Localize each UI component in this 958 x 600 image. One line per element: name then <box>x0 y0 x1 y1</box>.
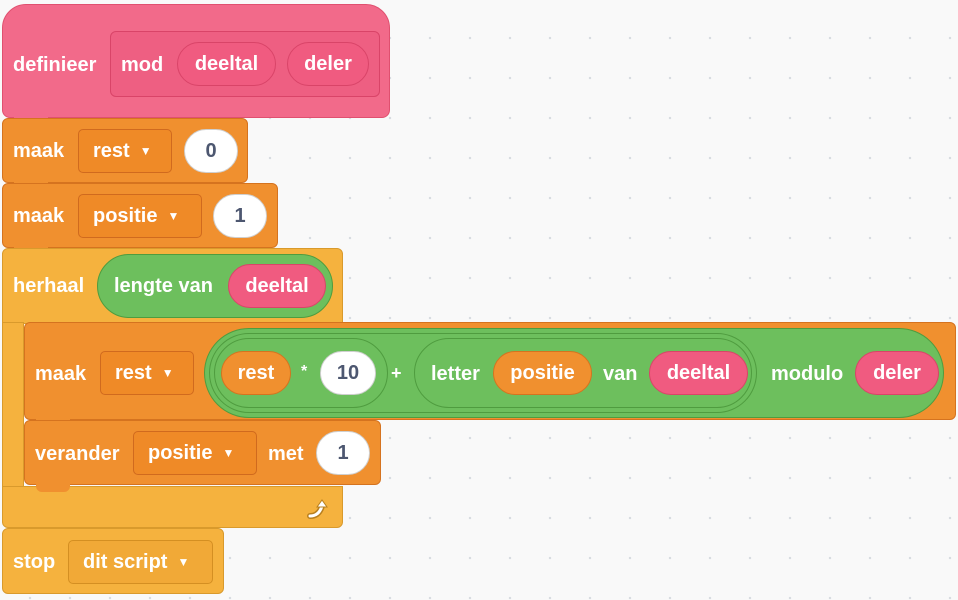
set-keyword: maak <box>13 140 65 162</box>
plus-operator: + <box>391 363 402 383</box>
repeat-keyword: herhaal <box>13 275 85 297</box>
dropdown-label: positie <box>148 441 213 464</box>
change-keyword: verander <box>35 443 120 465</box>
dropdown-label: rest <box>93 139 130 162</box>
value-input-1[interactable]: 1 <box>316 431 370 475</box>
value-input-1[interactable]: 1 <box>213 194 267 238</box>
dropdown-label: dit script <box>83 550 168 573</box>
letter-label: letter <box>431 363 480 385</box>
van-label: van <box>603 363 638 385</box>
dropdown-label: positie <box>93 204 158 227</box>
deeltal-reporter[interactable]: deeltal <box>649 351 748 395</box>
set-keyword: maak <box>35 363 87 385</box>
chevron-down-icon: ▼ <box>167 209 180 223</box>
param-deler[interactable]: deler <box>287 42 369 86</box>
variable-dropdown-positie[interactable]: positie ▼ <box>133 431 257 475</box>
repeat-block-bottom[interactable] <box>2 486 343 528</box>
chevron-down-icon: ▼ <box>139 144 152 158</box>
stop-option-dropdown[interactable]: dit script ▼ <box>68 540 213 584</box>
loop-arrow-icon <box>305 497 331 521</box>
value-input-10[interactable]: 10 <box>320 351 376 395</box>
variable-dropdown-positie[interactable]: positie ▼ <box>78 194 202 238</box>
define-keyword: definieer <box>13 54 97 76</box>
deeltal-reporter[interactable]: deeltal <box>228 264 326 308</box>
stop-keyword: stop <box>13 551 56 573</box>
chevron-down-icon: ▼ <box>222 446 235 460</box>
value-input-0[interactable]: 0 <box>184 129 238 173</box>
variable-dropdown-rest[interactable]: rest ▼ <box>100 351 194 395</box>
dropdown-label: rest <box>115 361 152 384</box>
length-of-label: lengte van <box>114 275 213 297</box>
param-deeltal[interactable]: deeltal <box>177 42 276 86</box>
deler-reporter[interactable]: deler <box>855 351 939 395</box>
positie-variable-reporter[interactable]: positie <box>493 351 592 395</box>
variable-dropdown-rest[interactable]: rest ▼ <box>78 129 172 173</box>
met-label: met <box>268 443 304 465</box>
modulo-label: modulo <box>771 363 844 385</box>
rest-variable-reporter[interactable]: rest <box>221 351 291 395</box>
chevron-down-icon: ▼ <box>177 555 190 569</box>
procedure-name: mod <box>121 54 164 76</box>
repeat-block-arm <box>2 322 24 488</box>
set-keyword: maak <box>13 205 65 227</box>
chevron-down-icon: ▼ <box>161 366 174 380</box>
times-operator: * <box>301 363 308 380</box>
